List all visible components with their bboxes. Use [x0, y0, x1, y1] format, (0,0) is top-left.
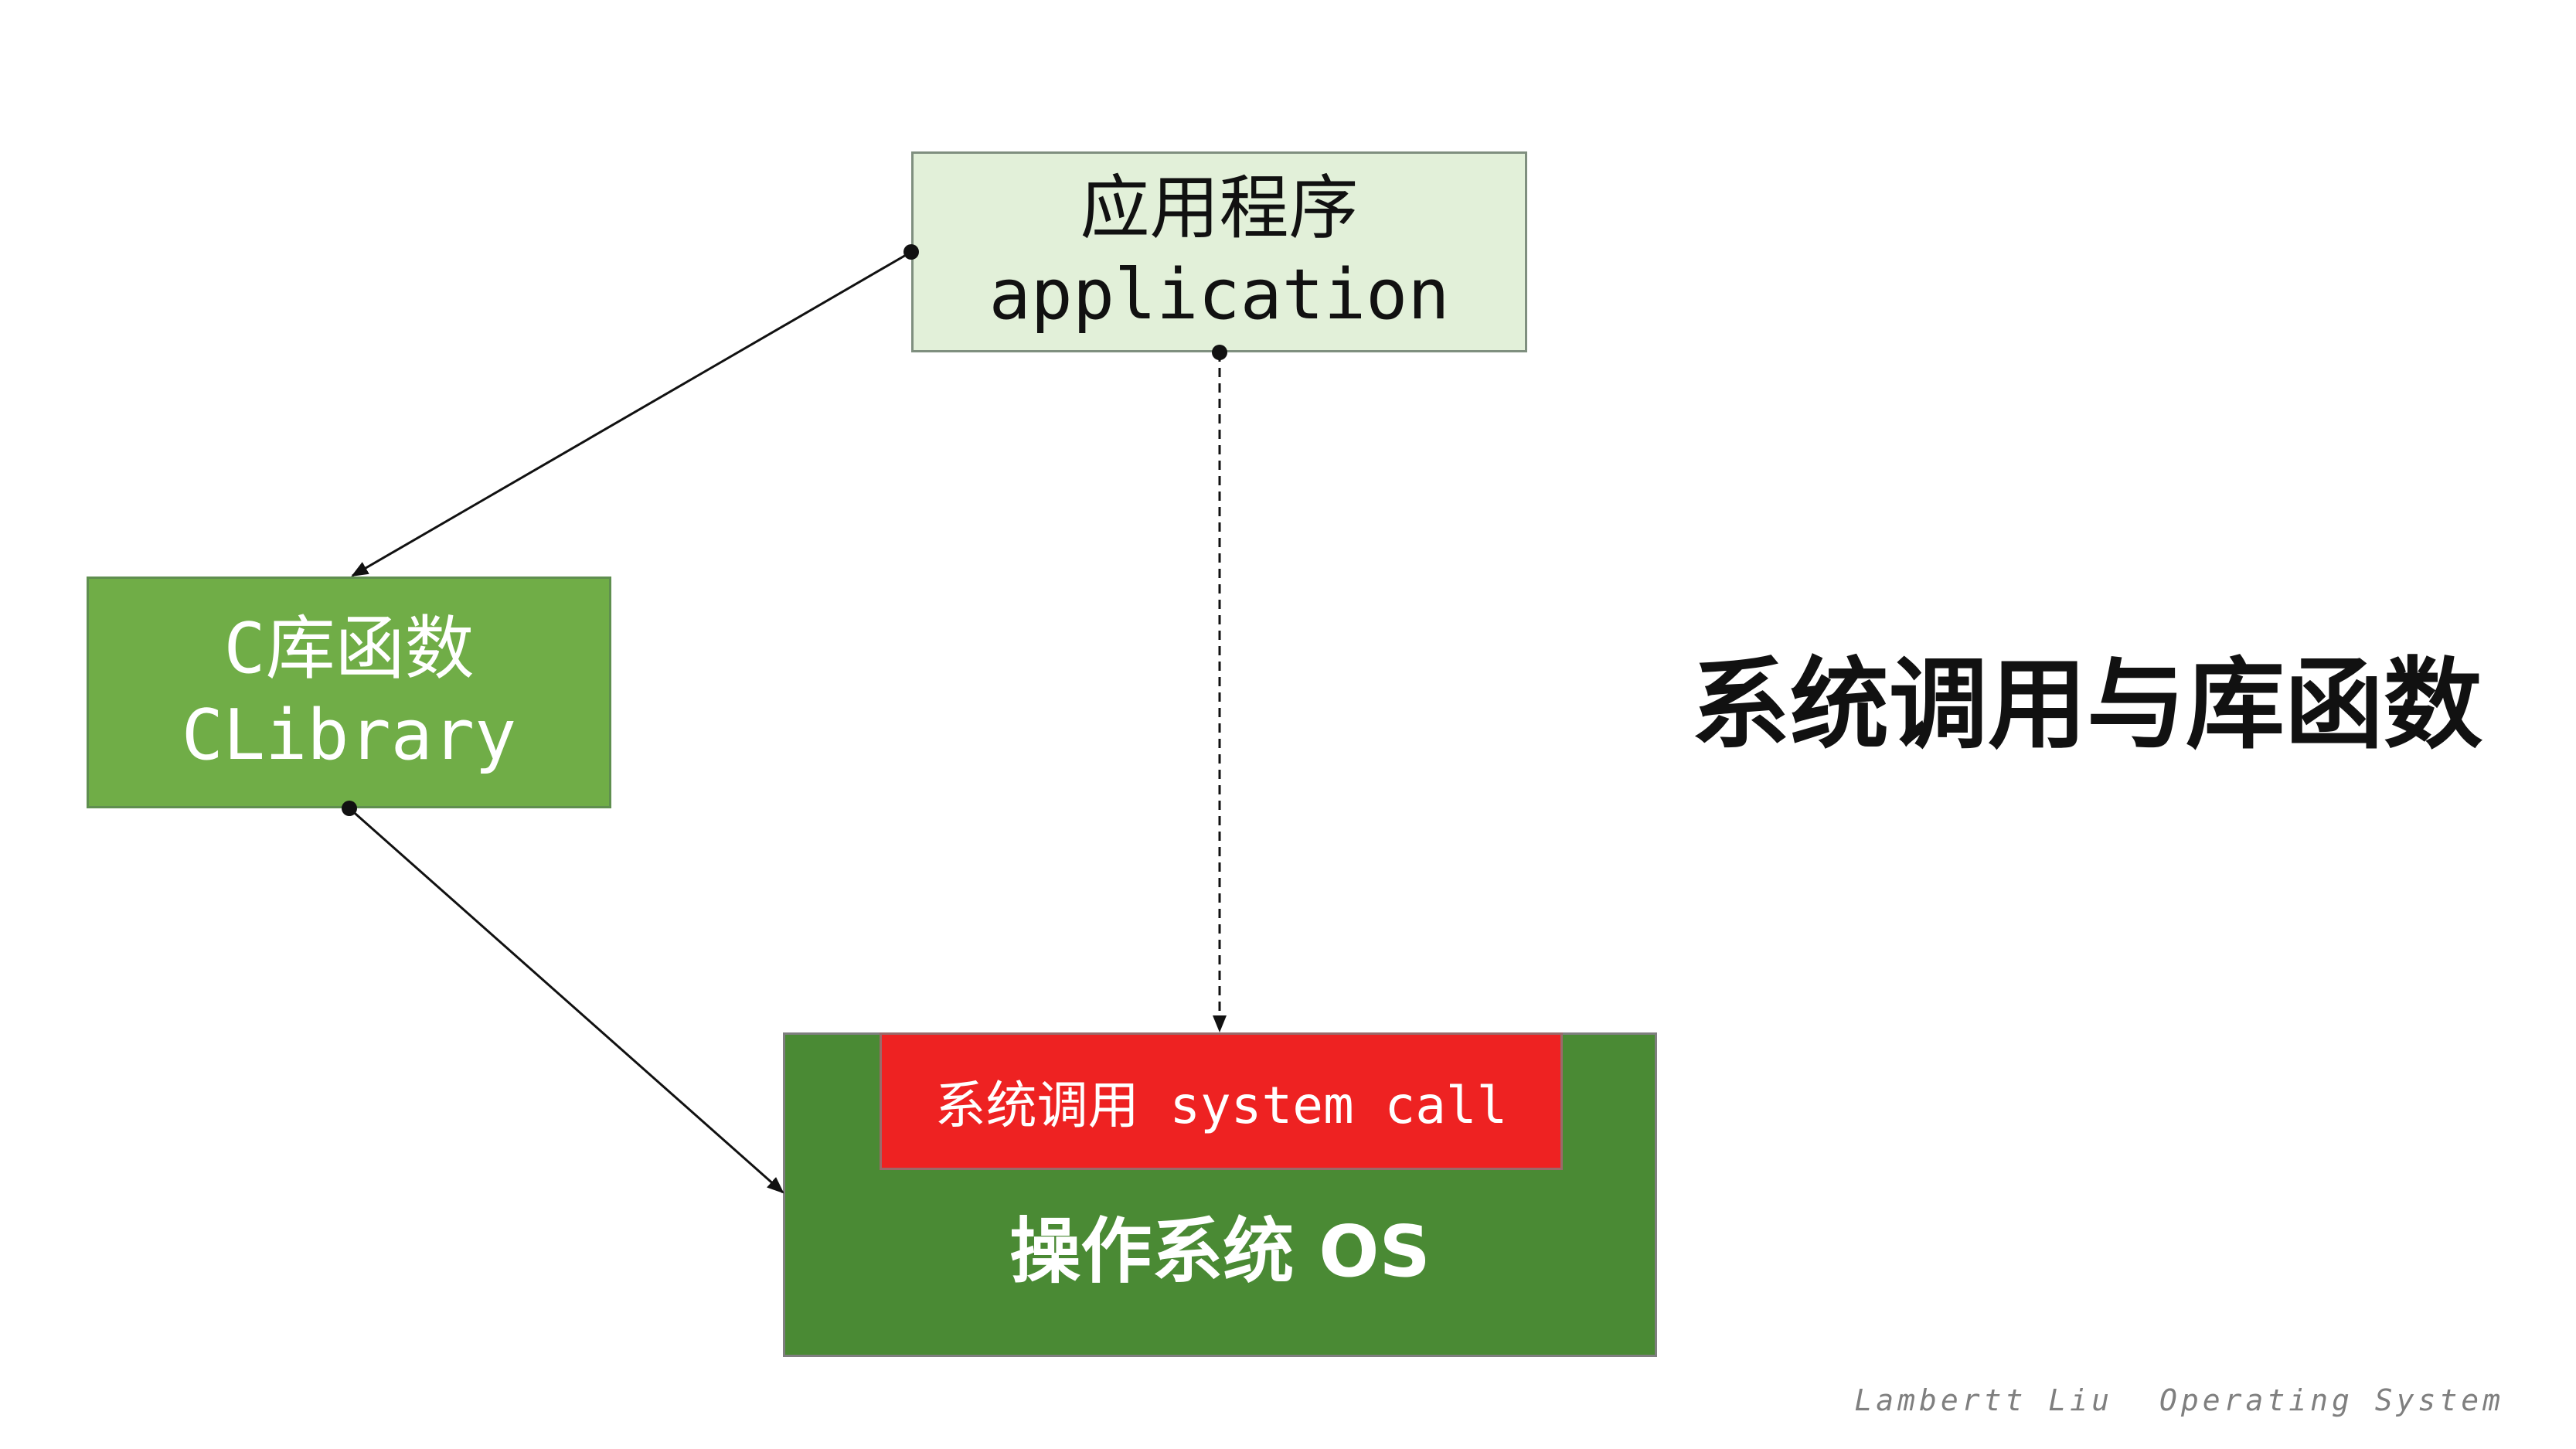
footer-course: Operating System — [2159, 1383, 2504, 1417]
clibrary-node: C库函数 CLibrary — [87, 577, 611, 808]
clibrary-label-cn: C库函数 — [223, 608, 475, 689]
edge-clibrary-to-os — [349, 807, 784, 1194]
footer-author: Lambertt Liu — [1854, 1383, 2113, 1417]
application-label-cn: 应用程序 — [1080, 168, 1359, 249]
application-label-en: application — [989, 254, 1450, 335]
system-call-node: 系统调用 system call — [880, 1032, 1563, 1170]
application-node: 应用程序 application — [911, 151, 1527, 352]
clibrary-label-en: CLibrary — [181, 695, 517, 776]
system-call-label: 系统调用 system call — [934, 1076, 1508, 1135]
footer: Lambertt Liu Operating System — [1839, 1377, 2504, 1423]
edge-application-to-clibrary — [351, 250, 912, 577]
os-label: 操作系统 OS — [1009, 1209, 1431, 1293]
slide-title: 系统调用与库函数 — [1690, 646, 2482, 763]
